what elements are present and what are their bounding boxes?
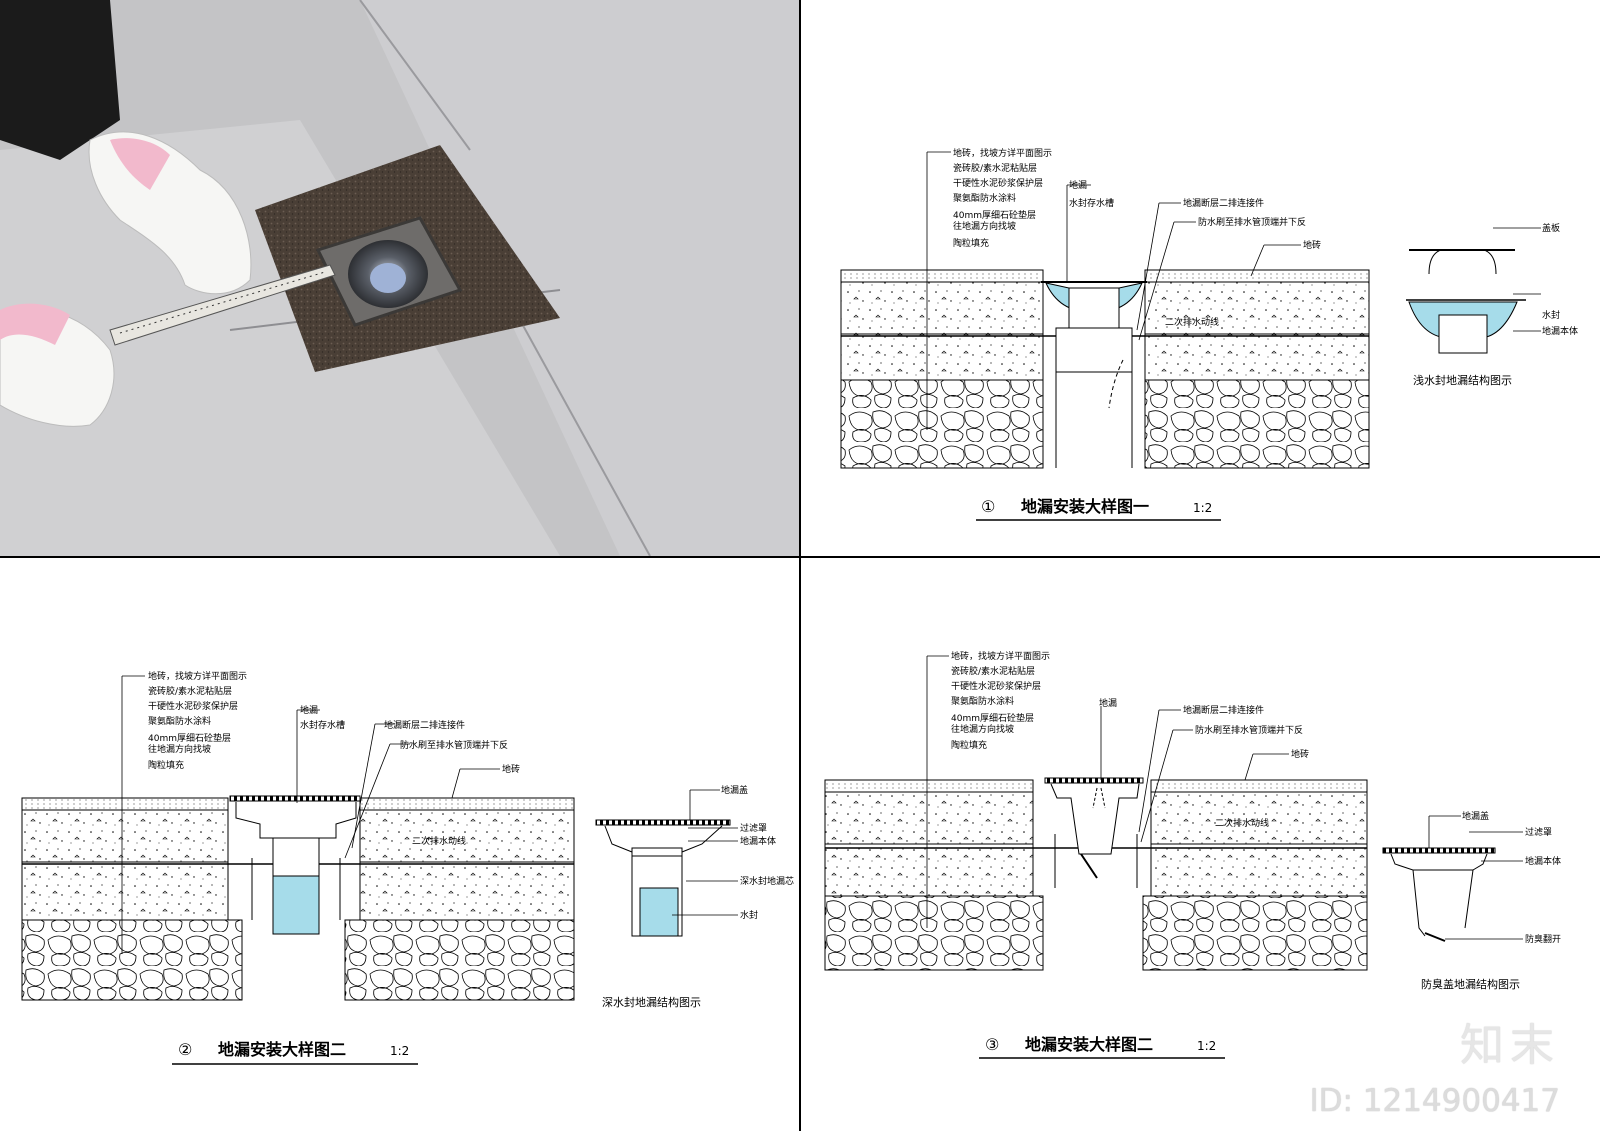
label-connector: 地漏断层二排连接件 [1183,704,1264,716]
drain-body-1 [1041,281,1147,409]
floor-drain [315,216,463,327]
inset-label-water-seal: 水封 [1542,309,1560,321]
layer-label-5: 40mm厚细石砼垫层 [148,732,231,744]
label-secondary-drain: 二次排水动线 [1215,817,1269,829]
inset-label-body: 地漏本体 [1542,325,1578,337]
label-tile: 地砖 [1291,748,1309,760]
drain-body-3 [1044,777,1144,888]
layer-label-7: 陶粒填充 [148,759,184,771]
inset-title-2: 深水封地漏结构图示 [602,995,701,1009]
label-drain: 地漏 [1069,179,1087,191]
inset-title-1: 浅水封地漏结构图示 [1413,373,1512,387]
inset-label-flap: 防臭翻开 [1525,933,1561,945]
caption-title-1: 地漏安装大样图一 [1021,497,1149,516]
caption-number-1: ① [981,497,995,516]
label-connector: 地漏断层二排连接件 [1183,197,1264,209]
layer-label-6: 往地漏方向找坡 [148,743,211,755]
layer-label-4: 聚氨酯防水涂料 [148,715,211,727]
inset-odor-trap [1382,815,1523,942]
layer-label-4: 聚氨酯防水涂料 [953,192,1016,204]
inset-label-cover: 盖板 [1542,222,1560,234]
gloved-hands [0,0,252,427]
layer-label-3: 干硬性水泥砂浆保护层 [148,700,238,712]
horizontal-divider [0,556,1600,558]
caption-scale-2: 1:2 [390,1044,409,1058]
layer-label-1: 地砖，找坡方详平面图示 [148,670,247,682]
caption-scale-3: 1:2 [1197,1039,1216,1053]
layer-label-6: 往地漏方向找坡 [951,723,1014,735]
layer-label-6: 往地漏方向找坡 [953,220,1016,232]
caption-number-3: ③ [985,1035,999,1054]
caption-title-3: 地漏安装大样图二 [1025,1035,1153,1054]
label-secondary-drain: 二次排水动线 [412,835,466,847]
inset-label-cover: 地漏盖 [1462,810,1489,822]
inset-title-3: 防臭盖地漏结构图示 [1421,977,1520,991]
measuring-tape [109,264,336,346]
caption-title-2: 地漏安装大样图二 [218,1040,346,1059]
label-tile: 地砖 [502,763,520,775]
inset-label-filter: 过滤罩 [1525,826,1552,838]
layer-label-5: 40mm厚细石砼垫层 [951,712,1034,724]
inset-label-body: 地漏本体 [740,835,776,847]
layer-label-1: 地砖，找坡方详平面图示 [953,147,1052,159]
drain-body-2 [229,795,361,935]
layer-label-3: 干硬性水泥砂浆保护层 [953,177,1043,189]
inset-label-cover: 地漏盖 [721,784,748,796]
inset-label-core: 深水封地漏芯 [740,875,794,887]
layer-label-7: 陶粒填充 [953,237,989,249]
photo-illustration [0,0,799,556]
inset-shallow-trap [1406,227,1541,354]
detail-panel-3: 地砖，找坡方详平面图示 瓷砖胶/素水泥粘贴层 干硬性水泥砂浆保护层 聚氨酯防水涂… [801,558,1600,1131]
label-drain: 地漏 [300,704,318,716]
label-secondary-drain: 二次排水动线 [1165,316,1219,328]
label-waterproof: 防水刷至排水管顶端并下反 [1198,216,1306,228]
inset-deep-trap [595,789,738,937]
layer-label-5: 40mm厚细石砼垫层 [953,209,1036,221]
label-drain: 地漏 [1099,697,1117,709]
layer-label-1: 地砖，找坡方详平面图示 [951,650,1050,662]
brand-logo: 知末 [1460,1020,1560,1071]
layer-label-2: 瓷砖胶/素水泥粘贴层 [951,665,1035,677]
brand-id: ID: 1214900417 [1309,1083,1560,1119]
layer-label-7: 陶粒填充 [951,739,987,751]
inset-label-water-seal: 水封 [740,909,758,921]
caption-scale-1: 1:2 [1193,501,1212,515]
layer-label-2: 瓷砖胶/素水泥粘贴层 [148,685,232,697]
label-waterproof: 防水刷至排水管顶端并下反 [400,739,508,751]
installation-photo [0,0,799,556]
inset-label-body: 地漏本体 [1525,855,1561,867]
label-waterproof: 防水刷至排水管顶端并下反 [1195,724,1303,736]
label-trap-tank: 水封存水槽 [300,719,345,731]
inset-label-filter: 过滤罩 [740,822,767,834]
label-trap-tank: 水封存水槽 [1069,197,1114,209]
label-connector: 地漏断层二排连接件 [384,719,465,731]
vertical-divider [799,0,801,1131]
layer-label-2: 瓷砖胶/素水泥粘贴层 [953,162,1037,174]
detail-panel-1: 地砖，找坡方详平面图示 瓷砖胶/素水泥粘贴层 干硬性水泥砂浆保护层 聚氨酯防水涂… [801,0,1600,556]
layer-label-3: 干硬性水泥砂浆保护层 [951,680,1041,692]
label-tile: 地砖 [1303,239,1321,251]
layer-label-4: 聚氨酯防水涂料 [951,695,1014,707]
caption-number-2: ② [178,1040,192,1059]
detail-panel-2: 地砖，找坡方详平面图示 瓷砖胶/素水泥粘贴层 干硬性水泥砂浆保护层 聚氨酯防水涂… [0,558,799,1131]
